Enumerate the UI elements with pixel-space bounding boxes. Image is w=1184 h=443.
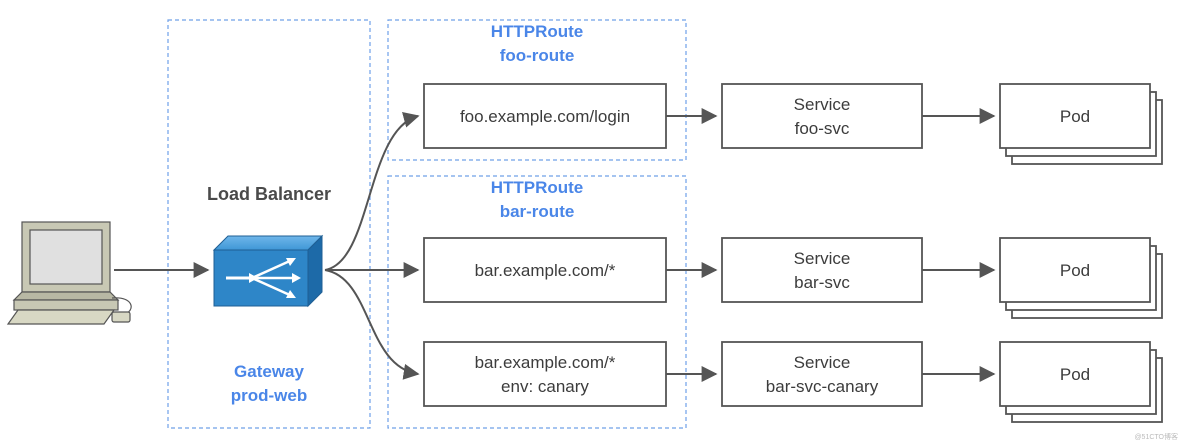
service-canary-kind: Service — [794, 353, 851, 372]
foo-route-kind: HTTPRoute — [491, 22, 584, 41]
bar-route-name: bar-route — [500, 202, 575, 221]
bar-route-container — [387, 175, 687, 429]
service-canary-name: bar-svc-canary — [766, 377, 879, 396]
service-box-foo: Service foo-svc — [721, 83, 923, 149]
pod-stack-bar: Pod — [999, 237, 1163, 319]
gateway-name: prod-web — [231, 386, 308, 405]
pod-bar-label: Pod — [1060, 261, 1090, 280]
load-balancer-icon — [212, 234, 324, 308]
service-foo-kind: Service — [794, 95, 851, 114]
watermark: @51CTO博客 — [1134, 432, 1178, 441]
computer-icon — [6, 221, 132, 325]
rule-bar-line1: bar.example.com/* — [475, 261, 616, 280]
rule-box-canary: bar.example.com/* env: canary — [423, 341, 667, 407]
gateway-to-foo-arrow — [324, 112, 420, 271]
rule-box-bar: bar.example.com/* — [423, 237, 667, 303]
gateway-container — [167, 19, 371, 429]
pod-canary-label: Pod — [1060, 365, 1090, 384]
foo-route-name: foo-route — [500, 46, 575, 65]
service-foo-name: foo-svc — [795, 119, 850, 138]
foo-route-container — [387, 19, 687, 161]
gateway-kind: Gateway — [234, 362, 304, 381]
rule-box-foo: foo.example.com/login — [423, 83, 667, 149]
load-balancer-label: Load Balancer — [207, 184, 331, 204]
rule-canary-line2: env: canary — [501, 377, 589, 396]
bar-route-kind: HTTPRoute — [491, 178, 584, 197]
rule-canary-line1: bar.example.com/* — [475, 353, 616, 372]
service-bar-kind: Service — [794, 249, 851, 268]
service-box-canary: Service bar-svc-canary — [721, 341, 923, 407]
pod-stack-canary: Pod — [999, 341, 1163, 423]
pod-foo-label: Pod — [1060, 107, 1090, 126]
service-bar-name: bar-svc — [794, 273, 850, 292]
gateway-to-canary-arrow — [324, 269, 420, 380]
rule-foo-line1: foo.example.com/login — [460, 107, 630, 126]
pod-stack-foo: Pod — [999, 83, 1163, 165]
service-box-bar: Service bar-svc — [721, 237, 923, 303]
